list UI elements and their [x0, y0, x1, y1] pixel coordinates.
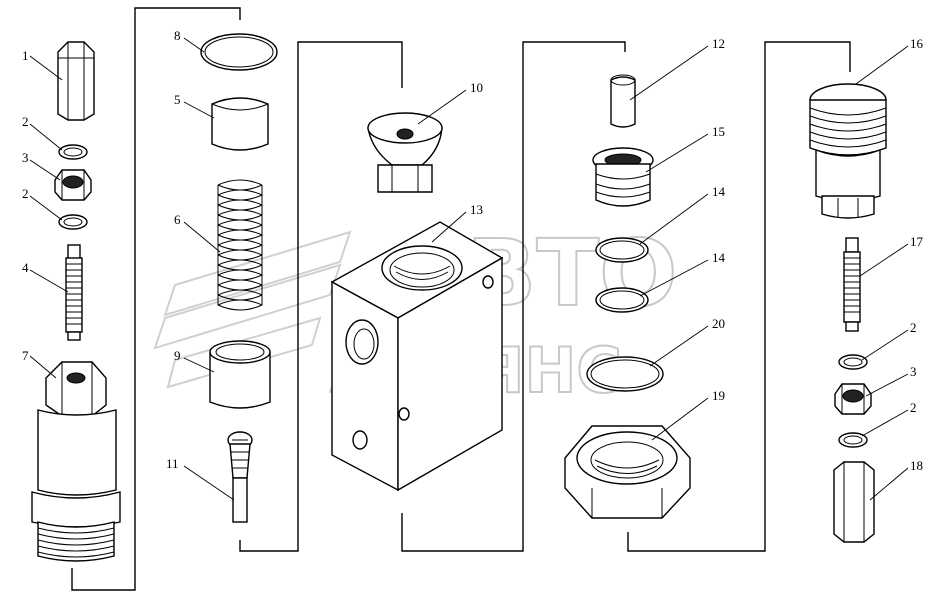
- assembly-brackets: [71, 7, 851, 591]
- part-4-threaded-stud: [65, 244, 83, 341]
- callout-2a: 2: [22, 114, 29, 129]
- part-11-valve-pin: [227, 431, 253, 523]
- part-2-washer-d: [838, 432, 868, 448]
- part-14-ring-b: [595, 287, 649, 313]
- callout-5: 5: [174, 92, 181, 107]
- part-20-o-ring: [586, 356, 664, 392]
- part-18-sleeve-nut: [833, 461, 875, 543]
- part-2-washer-c: [838, 354, 868, 370]
- callout-14a: 14: [712, 184, 726, 199]
- callout-18: 18: [910, 458, 923, 473]
- callout-2b: 2: [22, 186, 29, 201]
- callout-3a: 3: [22, 150, 29, 165]
- callout-4: 4: [22, 260, 29, 275]
- callout-6: 6: [174, 212, 181, 227]
- callout-2c: 2: [910, 320, 917, 335]
- part-7-valve-body: [31, 361, 121, 562]
- callout-14b: 14: [712, 250, 726, 265]
- part-2-washer-b: [58, 214, 88, 230]
- callout-15: 15: [712, 124, 725, 139]
- part-17-threaded-stud: [843, 237, 861, 332]
- part-16-fitting: [809, 83, 887, 219]
- callout-2d: 2: [910, 400, 917, 415]
- part-2-washer-a: [58, 144, 88, 160]
- part-8-o-ring: [200, 33, 278, 71]
- leader-lines: [29, 37, 909, 501]
- callout-3b: 3: [910, 364, 917, 379]
- callout-11: 11: [166, 456, 179, 471]
- callout-7: 7: [22, 348, 29, 363]
- part-3-nut-b: [834, 383, 872, 415]
- part-13-valve-block: [330, 221, 504, 492]
- bracket-2: [239, 41, 403, 552]
- part-19-hex-nut: [564, 425, 691, 519]
- callout-20: 20: [712, 316, 725, 331]
- watermark-stripes: [153, 230, 352, 389]
- callout-16: 16: [910, 36, 924, 51]
- callout-8: 8: [174, 28, 181, 43]
- callout-labels: 1 2 3 2 4 7 8 5 6 9 11 10 13 12 15 14 14…: [22, 28, 924, 473]
- part-3-nut-a: [54, 169, 92, 201]
- part-15-piston: [592, 147, 654, 207]
- callout-13: 13: [470, 202, 483, 217]
- part-14-ring-a: [595, 237, 649, 263]
- callout-17: 17: [910, 234, 924, 249]
- callout-12: 12: [712, 36, 725, 51]
- callout-10: 10: [470, 80, 483, 95]
- bracket-1: [71, 7, 241, 591]
- part-5-cup: [211, 97, 269, 151]
- bracket-4: [627, 41, 851, 552]
- callout-9: 9: [174, 348, 181, 363]
- part-10-valve-head: [367, 112, 443, 193]
- callout-19: 19: [712, 388, 725, 403]
- bracket-3: [401, 41, 626, 552]
- callout-1: 1: [22, 48, 29, 63]
- part-6-spring: [217, 179, 263, 311]
- part-12-pin: [610, 74, 636, 128]
- part-9-sleeve: [209, 340, 271, 409]
- part-1-cap-nut: [57, 41, 95, 121]
